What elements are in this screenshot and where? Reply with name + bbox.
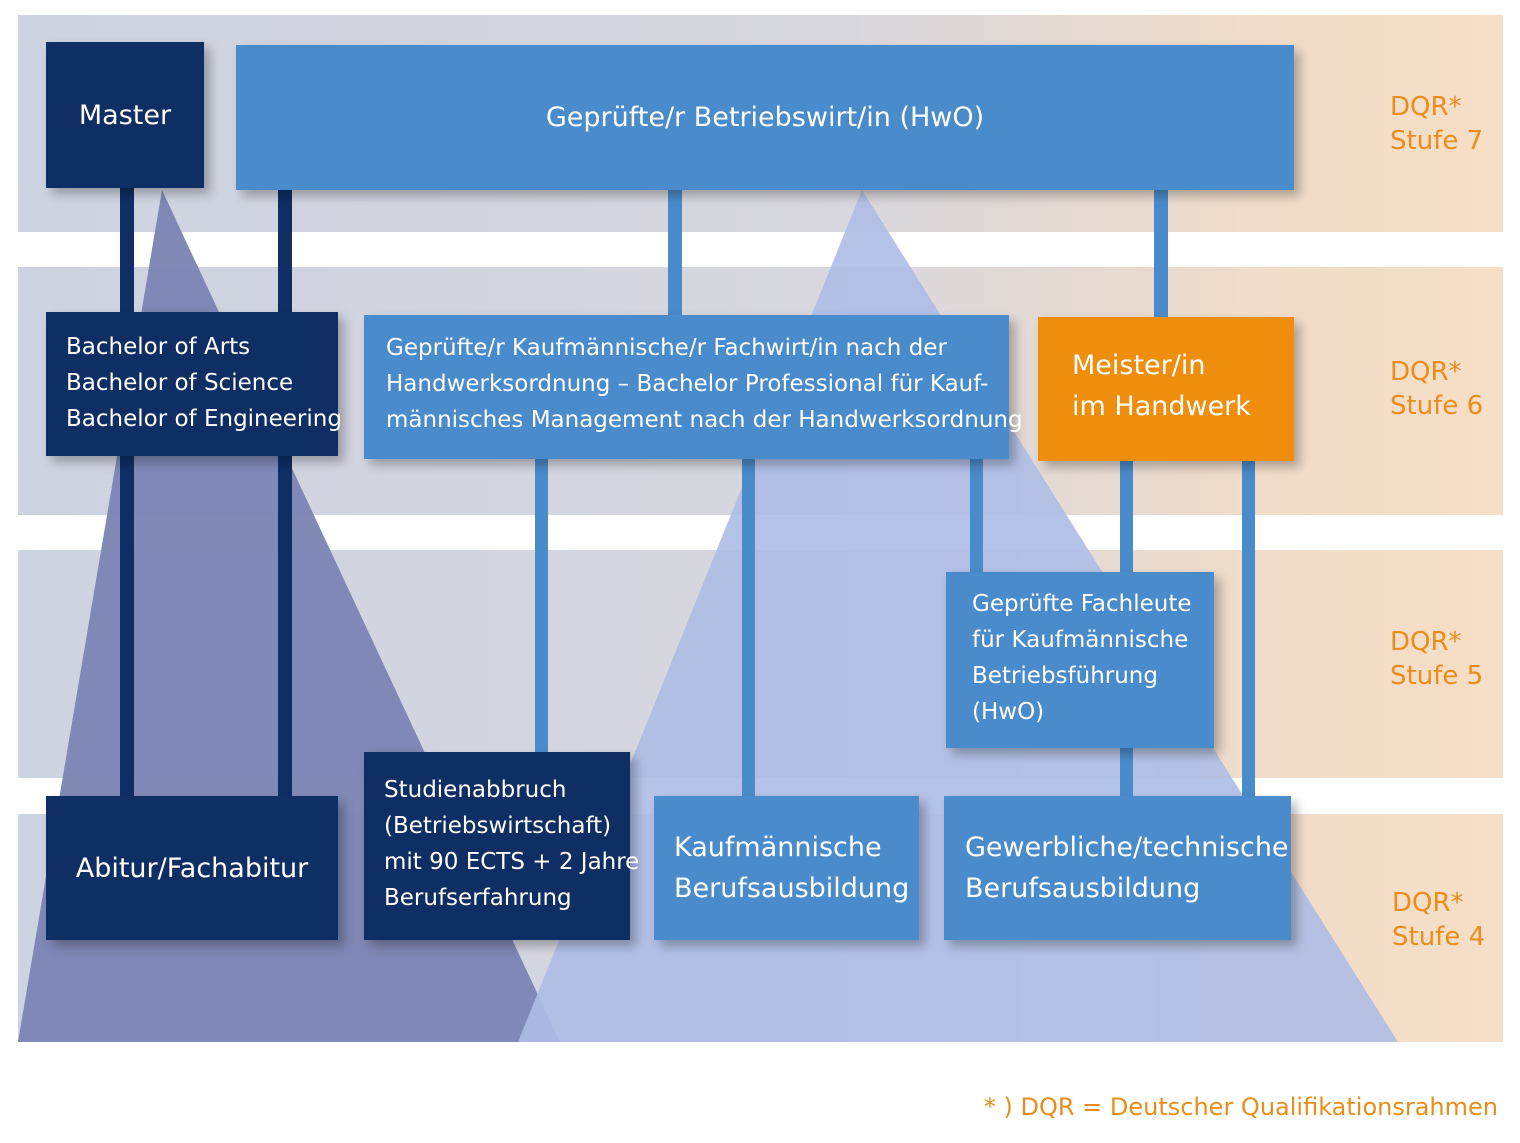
- meister-line: Meister/in: [1072, 350, 1206, 381]
- fachwirt-line: Handwerksordnung – Bachelor Professional…: [386, 371, 989, 397]
- level-dqr: DQR*: [1390, 627, 1462, 657]
- connector: [1242, 460, 1255, 798]
- connector: [742, 458, 755, 796]
- level-label-5: DQR* Stufe 5: [1390, 625, 1483, 693]
- connector: [668, 190, 682, 318]
- level-label-7: DQR* Stufe 7: [1390, 90, 1483, 158]
- fachwirt-box: Geprüfte/r Kaufmännische/r Fachwirt/in n…: [364, 315, 1023, 459]
- connector: [1120, 460, 1133, 573]
- master-box: Master: [46, 42, 204, 188]
- master-label: Master: [78, 99, 172, 131]
- fachwirt-line: männisches Management nach der Handwerks…: [386, 407, 1023, 433]
- gewerblich-box: Gewerbliche/technische Berufsausbildung: [944, 796, 1291, 940]
- level-stufe: Stufe 5: [1390, 661, 1484, 691]
- meister-box: Meister/in im Handwerk: [1038, 317, 1294, 461]
- connector: [535, 458, 548, 753]
- fachleute-line: für Kaufmännische: [972, 627, 1189, 653]
- kaufmaennisch-line: Berufsausbildung: [674, 873, 910, 904]
- connector: [1154, 190, 1168, 320]
- level-stufe: Stufe 7: [1390, 126, 1484, 156]
- abitur-box: Abitur/Fachabitur: [46, 796, 338, 940]
- level-stufe: Stufe 6: [1390, 391, 1484, 421]
- studienabbruch-line: (Betriebswirtschaft): [384, 813, 612, 839]
- connector: [970, 458, 983, 573]
- level-dqr: DQR*: [1390, 92, 1462, 122]
- level-stufe: Stufe 4: [1392, 922, 1486, 952]
- meister-line: im Handwerk: [1072, 391, 1251, 422]
- gewerblich-line: Berufsausbildung: [965, 873, 1201, 904]
- studienabbruch-box: Studienabbruch (Betriebswirtschaft) mit …: [364, 752, 640, 940]
- level-dqr: DQR*: [1392, 888, 1464, 918]
- betriebswirt-box: Geprüfte/r Betriebswirt/in (HwO): [236, 45, 1294, 190]
- connector: [1120, 748, 1133, 796]
- bachelor-line: Bachelor of Arts: [66, 334, 251, 360]
- fachleute-line: (HwO): [972, 699, 1045, 725]
- studienabbruch-line: Berufserfahrung: [384, 885, 572, 911]
- bachelor-line: Bachelor of Science: [66, 370, 294, 396]
- fachleute-box: Geprüfte Fachleute für Kaufmännische Bet…: [946, 572, 1214, 748]
- studienabbruch-line: mit 90 ECTS + 2 Jahre: [384, 849, 640, 875]
- level-label-4: DQR* Stufe 4: [1392, 886, 1485, 954]
- fachleute-line: Geprüfte Fachleute: [972, 591, 1192, 617]
- fachleute-line: Betriebsführung: [972, 663, 1158, 689]
- level-label-6: DQR* Stufe 6: [1390, 355, 1483, 423]
- bachelor-box: Bachelor of Arts Bachelor of Science Bac…: [46, 312, 342, 456]
- kaufmaennisch-box: Kaufmännische Berufsausbildung: [654, 796, 919, 940]
- connector: [278, 188, 292, 798]
- betriebswirt-label: Geprüfte/r Betriebswirt/in (HwO): [545, 102, 985, 133]
- kaufmaennisch-line: Kaufmännische: [674, 832, 882, 863]
- gewerblich-line: Gewerbliche/technische: [965, 832, 1289, 863]
- level-dqr: DQR*: [1390, 357, 1462, 387]
- connector: [120, 188, 134, 798]
- footnote: * ) DQR = Deutscher Qualifikationsrahmen: [983, 1093, 1498, 1121]
- bachelor-line: Bachelor of Engineering: [66, 406, 342, 432]
- fachwirt-line: Geprüfte/r Kaufmännische/r Fachwirt/in n…: [386, 335, 947, 361]
- abitur-label: Abitur/Fachabitur: [75, 852, 309, 884]
- studienabbruch-line: Studienabbruch: [384, 777, 567, 803]
